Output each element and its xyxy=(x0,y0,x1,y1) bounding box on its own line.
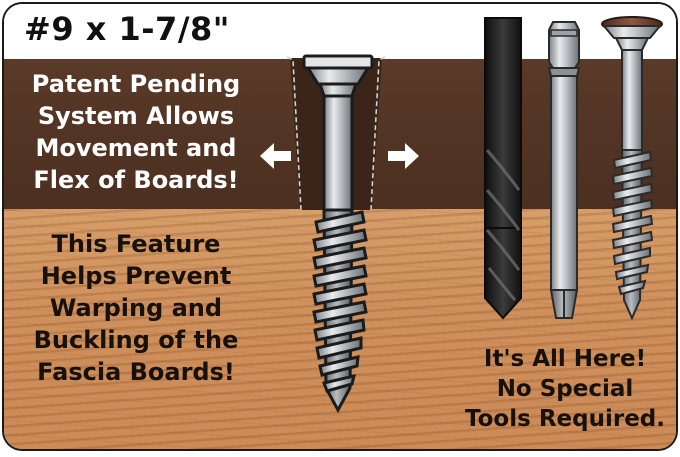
feature-text-middle: This Feature Helps Prevent Warping and B… xyxy=(20,228,252,388)
feature-line: Warping and xyxy=(49,294,223,322)
feature-line: Flex of Boards! xyxy=(33,166,239,194)
drill-bit-icon xyxy=(484,17,522,320)
feature-line: Patent Pending xyxy=(31,70,241,98)
driver-bit-icon xyxy=(547,21,581,319)
screw-icon xyxy=(302,54,374,414)
small-screw-icon xyxy=(601,16,663,321)
arrow-right-icon xyxy=(388,143,419,169)
feature-line: Buckling of the xyxy=(33,326,239,354)
tools-line: Tools Required. xyxy=(465,406,665,432)
feature-line: This Feature xyxy=(51,230,221,258)
product-title: #9 x 1-7/8" xyxy=(24,10,230,48)
feature-text-top: Patent Pending System Allows Movement an… xyxy=(20,68,252,196)
feature-line: Helps Prevent xyxy=(40,262,232,290)
feature-line: System Allows xyxy=(37,102,235,130)
arrow-left-icon xyxy=(260,143,291,169)
feature-line: Movement and xyxy=(35,134,237,162)
feature-line: Fascia Boards! xyxy=(37,358,235,386)
tools-line: No Special xyxy=(496,376,634,402)
tools-text: It's All Here! No Special Tools Required… xyxy=(459,344,671,434)
tools-line: It's All Here! xyxy=(483,346,647,372)
